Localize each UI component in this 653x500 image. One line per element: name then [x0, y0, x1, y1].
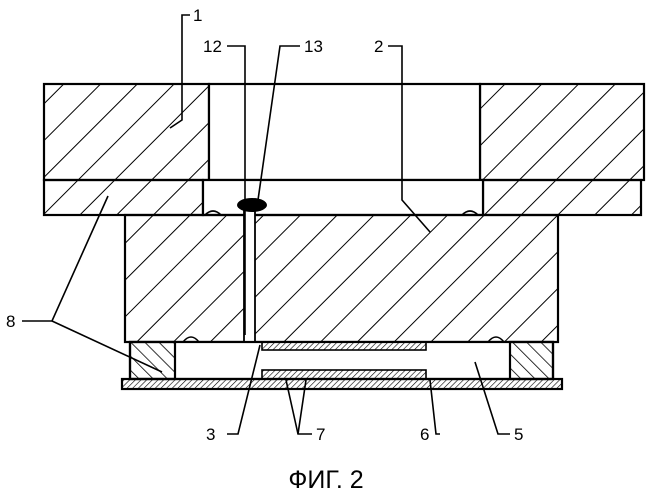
label-13: 13	[304, 37, 323, 56]
label-6: 6	[420, 425, 429, 444]
figure-caption: ФИГ. 2	[288, 466, 363, 494]
part-2-main-block	[125, 198, 558, 342]
label-3: 3	[206, 425, 215, 444]
part-1-upper-plate	[44, 84, 644, 180]
label-5: 5	[514, 425, 523, 444]
label-2: 2	[374, 37, 383, 56]
label-7: 7	[316, 425, 325, 444]
part-8-intermediate-plate	[44, 180, 641, 215]
label-8: 8	[6, 312, 15, 331]
part-6-base-plate	[122, 379, 562, 389]
label-1: 1	[193, 6, 202, 25]
label-12: 12	[203, 37, 222, 56]
